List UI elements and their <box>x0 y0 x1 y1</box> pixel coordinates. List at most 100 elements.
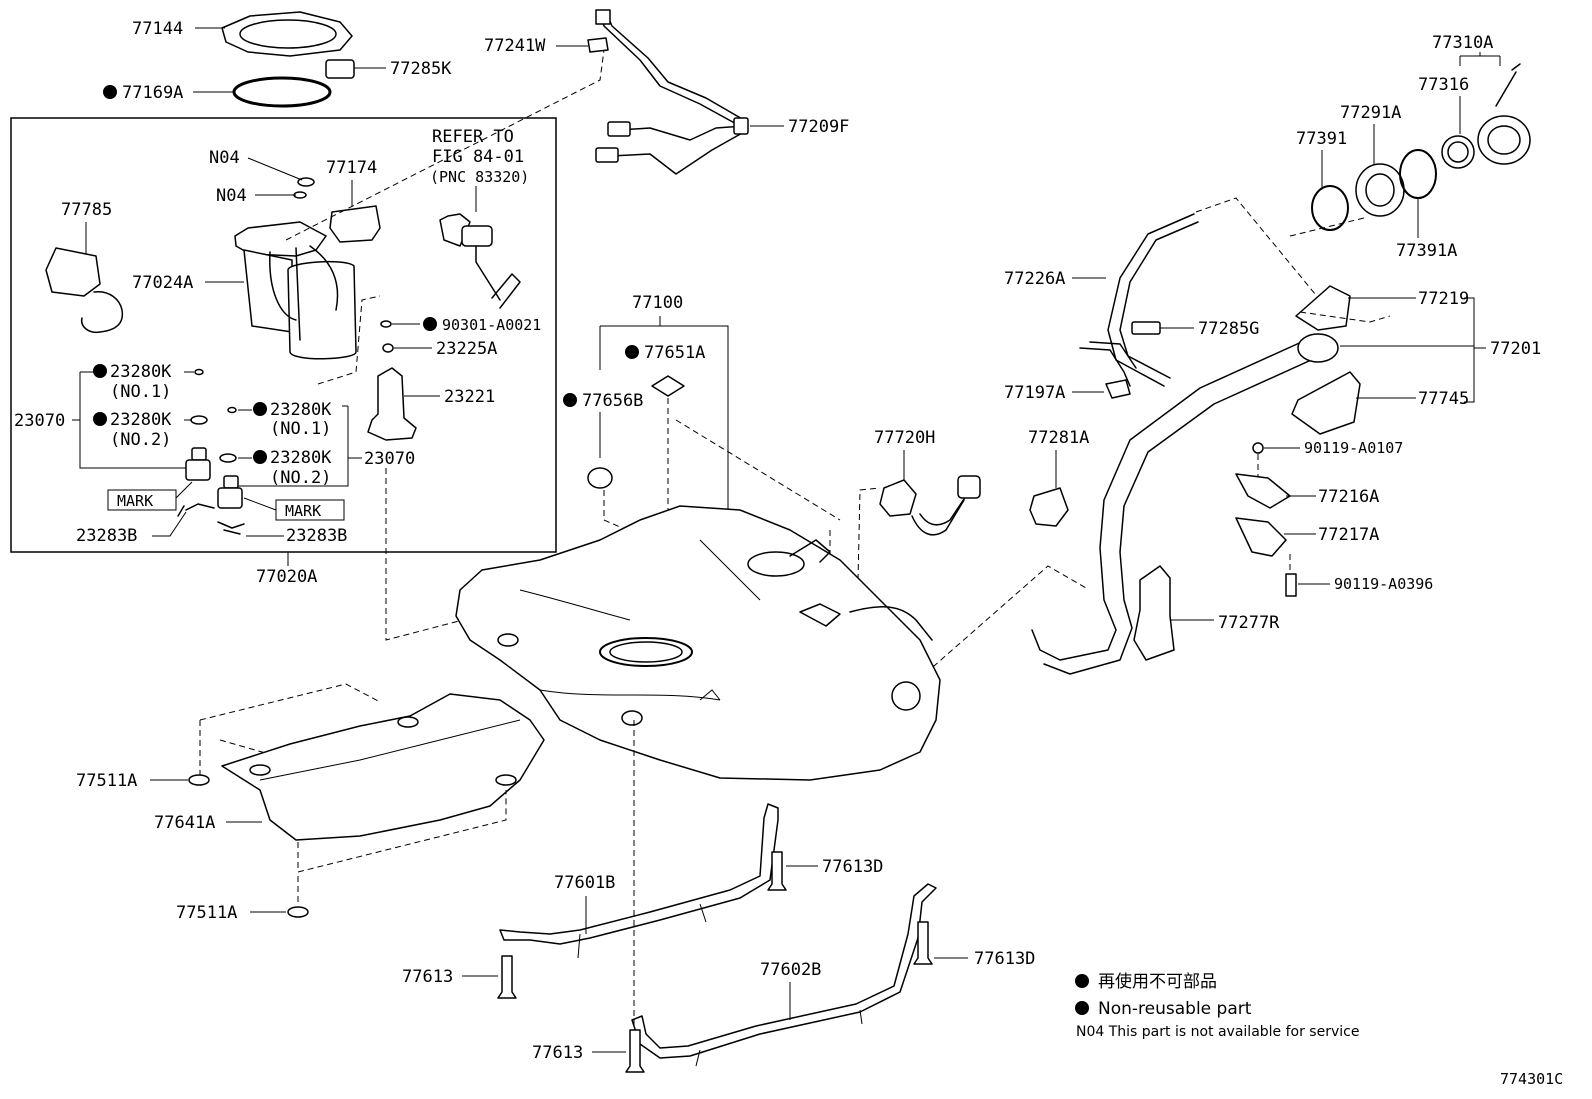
non-reusable-dot-icon <box>93 364 107 378</box>
label-no2-left: (NO.2) <box>110 430 171 450</box>
clip-part-77511A-upper[interactable] <box>188 774 210 786</box>
bolt-part-77613-left[interactable] <box>497 955 517 999</box>
non-reusable-dot-icon <box>103 85 117 99</box>
fuel-pump-body-part[interactable] <box>234 221 357 360</box>
label-77745: 77745 <box>1418 389 1469 409</box>
regulator-part-left[interactable] <box>185 447 211 481</box>
label-77226A: 77226A <box>1004 269 1065 289</box>
legend-n04: N04 This part is not available for servi… <box>1076 1024 1359 1040</box>
legend-jp: 再使用不可部品 <box>1098 971 1217 992</box>
label-77601B: 77601B <box>554 873 615 893</box>
label-90301-A0021: 90301-A0021 <box>442 316 541 334</box>
label-23070-left: 23070 <box>14 411 65 431</box>
label-n04-top: N04 <box>209 148 240 168</box>
label-77277R: 77277R <box>1218 613 1280 633</box>
label-77613-bottom: 77613 <box>532 1043 583 1063</box>
non-reusable-dot-icon <box>253 402 267 416</box>
label-23221: 23221 <box>444 387 495 407</box>
seal-part-77651A[interactable] <box>651 375 685 397</box>
gasket-ring-part[interactable] <box>232 76 332 108</box>
label-no1-left: (NO.1) <box>110 382 171 402</box>
tank-strap-part-77602B[interactable] <box>631 883 937 1067</box>
filler-neck-gasket-part-77316[interactable] <box>1441 135 1475 169</box>
fuel-tank-part-77100[interactable] <box>455 505 941 781</box>
o-ring-part-77391[interactable] <box>1311 185 1349 231</box>
canister-valve-part-77720H[interactable] <box>879 475 981 536</box>
non-reusable-dot-icon <box>563 393 577 407</box>
label-77201: 77201 <box>1490 339 1541 359</box>
breather-hose-part-77226A[interactable] <box>1079 213 1199 387</box>
label-77291A: 77291A <box>1340 103 1401 123</box>
label-77613D-lower: 77613D <box>974 949 1035 969</box>
fuel-cap-part-77310A[interactable] <box>1477 63 1531 165</box>
fuel-sender-gauge-part[interactable] <box>439 213 521 309</box>
bolt-part-77613D-upper[interactable] <box>767 851 787 891</box>
non-reusable-dot-icon <box>1075 1001 1089 1015</box>
label-90119-A0107: 90119-A0107 <box>1304 439 1403 457</box>
non-reusable-dot-icon <box>93 412 107 426</box>
label-23283B-left: 23283B <box>76 526 137 546</box>
bolt-part-77613-bottom[interactable] <box>625 1029 645 1073</box>
label-77197A: 77197A <box>1004 383 1065 403</box>
label-77602B: 77602B <box>760 960 821 980</box>
regulator-part-right[interactable] <box>217 475 243 509</box>
fuel-filter-part-23221[interactable] <box>367 367 417 441</box>
label-77209F: 77209F <box>788 117 849 137</box>
clamp-part-77285G[interactable] <box>1131 321 1161 335</box>
label-77174: 77174 <box>326 158 377 178</box>
clamp-part-77285K[interactable] <box>325 59 355 79</box>
label-77613-left: 77613 <box>402 967 453 987</box>
bolt-part-90119-A0396[interactable] <box>1285 573 1297 597</box>
plug-part-77656B[interactable] <box>587 467 613 489</box>
label-no2-right: (NO.2) <box>270 468 331 488</box>
label-77169A: 77169A <box>122 83 183 103</box>
filler-pipe-part-77201[interactable] <box>1031 285 1351 675</box>
label-77241W: 77241W <box>484 36 546 56</box>
filler-housing-part-77291A[interactable] <box>1355 163 1405 217</box>
refer-note-line1: REFER TO <box>432 127 514 147</box>
label-77144: 77144 <box>132 19 183 39</box>
label-77651A: 77651A <box>644 343 705 363</box>
clip-part-77197A[interactable] <box>1105 379 1131 399</box>
non-reusable-dot-icon <box>423 317 437 331</box>
bracket-part-77174[interactable] <box>329 205 381 243</box>
label-23280K-4: 23280K <box>270 448 332 468</box>
retainer-ring-part[interactable] <box>221 11 353 57</box>
label-77785: 77785 <box>61 200 112 220</box>
label-no1-right: (NO.1) <box>270 419 331 439</box>
label-77285G: 77285G <box>1198 319 1259 339</box>
mark-label-right: MARK <box>285 502 321 520</box>
label-23070-right: 23070 <box>364 449 415 469</box>
label-77656B: 77656B <box>582 391 643 411</box>
bracket-part-77281A[interactable] <box>1029 487 1069 527</box>
filler-pipe-cover-part-77745[interactable] <box>1291 371 1361 435</box>
mark-box-left <box>107 489 177 511</box>
bolt-part-90119-A0107[interactable] <box>1252 442 1264 454</box>
bracket-part-77216A[interactable] <box>1235 473 1291 509</box>
label-77391: 77391 <box>1296 129 1347 149</box>
o-ring-part-77391A[interactable] <box>1399 149 1437 199</box>
label-77024A: 77024A <box>132 273 193 293</box>
label-77613D-upper: 77613D <box>822 857 883 877</box>
label-77217A: 77217A <box>1318 525 1379 545</box>
filler-pipe-protector-part-77277R[interactable] <box>1133 565 1175 661</box>
wire-harness-part-77785[interactable] <box>45 247 124 334</box>
label-90119-A0396: 90119-A0396 <box>1334 575 1433 593</box>
label-23280K-3: 23280K <box>270 400 332 420</box>
mark-label-left: MARK <box>117 492 153 510</box>
bolt-part-77613D-lower[interactable] <box>913 921 933 965</box>
label-77641A: 77641A <box>154 813 215 833</box>
label-77219: 77219 <box>1418 289 1469 309</box>
tank-strap-part-77601B[interactable] <box>499 803 779 959</box>
clip-part-77511A-lower[interactable] <box>287 906 309 918</box>
bracket-part-77217A[interactable] <box>1235 517 1287 557</box>
label-77216A: 77216A <box>1318 487 1379 507</box>
label-77100: 77100 <box>632 293 683 313</box>
label-n04-bottom: N04 <box>216 186 247 206</box>
heat-insulator-part-77641A[interactable] <box>221 693 545 841</box>
label-77511A-lower: 77511A <box>176 903 237 923</box>
vent-tube-part-77209F[interactable] <box>587 9 749 175</box>
non-reusable-dot-icon <box>1075 974 1089 988</box>
legend-en: Non-reusable part <box>1098 999 1252 1019</box>
